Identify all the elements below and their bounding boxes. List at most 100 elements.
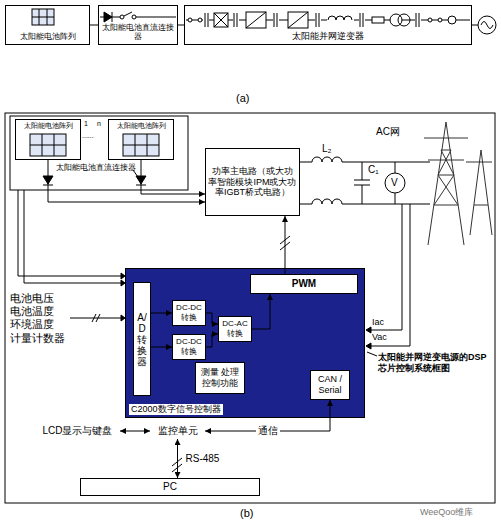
feedback-wire xyxy=(366,204,410,349)
sensor-list: 电池电压 电池温度 环境温度 计量计数器 xyxy=(10,292,67,345)
solar-panel-icon xyxy=(32,9,54,25)
box-label: 太阳能电池阵列 xyxy=(20,32,76,42)
inverter-chain-symbols xyxy=(415,13,421,27)
pwm-box: PWM xyxy=(250,274,358,294)
transmission-tower xyxy=(428,122,464,245)
diode-switch-symbol xyxy=(112,12,113,22)
inverter-chain-symbols xyxy=(438,18,442,22)
output-filter-wire xyxy=(354,162,370,204)
inverter-chain-symbols xyxy=(273,13,279,27)
feedback-wire xyxy=(366,327,371,349)
connector xyxy=(252,294,270,329)
converter-box: DC-DC转换 xyxy=(172,334,206,360)
array-index: n xyxy=(97,120,101,128)
box-label: DC-AC转换 xyxy=(221,319,249,338)
inverter-chain-symbols xyxy=(198,18,202,22)
box-label: PWM xyxy=(292,278,316,290)
connector xyxy=(141,160,205,194)
box-label: 监控单元 xyxy=(158,425,198,437)
grid-source-symbol xyxy=(472,25,478,26)
array-group-frame xyxy=(10,116,188,190)
inverter-chain-symbols xyxy=(246,12,266,28)
box-label: 太阳能电池直流连接器 xyxy=(101,23,175,42)
inverter-chain-symbols xyxy=(234,13,237,27)
bus-box: CAN / Serial xyxy=(310,370,350,400)
transmission-tower xyxy=(424,122,492,245)
inverter-chain-symbols xyxy=(246,12,266,28)
connector xyxy=(151,313,172,314)
array-box: 太阳能电池阵列 xyxy=(108,119,174,160)
inverter-chain-symbols xyxy=(186,12,470,28)
solar-panel-icon xyxy=(30,134,159,156)
box-label: CAN / Serial xyxy=(313,374,347,396)
inverter-chain-symbols xyxy=(327,14,354,21)
figure-frame xyxy=(5,113,495,503)
transmission-tower xyxy=(466,150,492,235)
converter-box: DC-DC转换 xyxy=(172,300,206,326)
inverter-chain-symbols xyxy=(188,18,192,22)
inverter-chain-symbols xyxy=(448,16,456,24)
ellipsis: ...... xyxy=(82,132,94,140)
diode-switch-symbol xyxy=(124,12,132,16)
connector xyxy=(120,431,150,432)
solar-panel-icon xyxy=(32,9,54,25)
callout-text: 太阳能并网逆变电源的DSP芯片控制系统框图 xyxy=(378,352,490,374)
pc-box: PC xyxy=(80,478,260,496)
capacitor-label: C₁ xyxy=(368,164,379,176)
solar-panel-icon xyxy=(123,134,159,156)
diode-switch-symbol xyxy=(120,15,124,19)
inverter-chain-symbols xyxy=(359,13,365,27)
inverter-chain-symbols xyxy=(372,17,384,23)
box-label: 太阳能电池阵列 xyxy=(117,122,166,130)
connector xyxy=(48,160,205,202)
sensor-wire xyxy=(70,318,121,319)
box-label: A/D转换器 xyxy=(137,312,147,367)
inverter-box: 太阳能并网逆变器 xyxy=(184,5,472,45)
grid-label: AC网 xyxy=(376,126,400,138)
array-box: 太阳能电池阵列 xyxy=(15,119,81,160)
grid-source-symbol xyxy=(472,16,496,34)
dsp-chip-fill xyxy=(125,268,365,418)
solar-panel-icon xyxy=(32,9,54,25)
signal-name: Iac xyxy=(372,317,384,328)
inverter-chain-symbols xyxy=(416,13,419,27)
display-box: LCD显示与键盘 xyxy=(35,423,120,439)
transmission-tower xyxy=(424,138,468,205)
converter-box: DC-AC转换 xyxy=(218,316,252,342)
feedback-wire xyxy=(371,204,410,346)
output-filter-wire xyxy=(385,173,405,193)
box-label: 功率主电路（或大功率智能模块IPM或大功率IGBT桥式电路） xyxy=(208,166,297,198)
sensor-wire xyxy=(92,314,100,322)
solar-panel-icon xyxy=(123,134,159,156)
inverter-chain-symbols xyxy=(398,14,410,26)
figure-label: (b) xyxy=(240,507,253,520)
meter-label: V xyxy=(391,177,398,189)
inverter-chain-symbols xyxy=(233,13,239,27)
connector xyxy=(206,334,218,347)
diode-symbol xyxy=(43,176,146,185)
inverter-chain-symbols xyxy=(288,12,308,28)
sensor-wire xyxy=(18,190,121,283)
dsp-controller-box: C2000数字信号控制器 A/D转换器 DC-DC转换 DC-DC转换 DC-AC转换 P… xyxy=(125,268,365,418)
power-circuit-box: 功率主电路（或大功率智能模块IPM或大功率IGBT桥式电路） xyxy=(205,148,300,216)
inverter-chain-symbols xyxy=(214,13,228,27)
inverter-chain-symbols xyxy=(360,13,363,27)
connector xyxy=(206,313,218,324)
inverter-chain-symbols xyxy=(214,13,228,27)
inverter-chain-symbols xyxy=(328,16,352,20)
output-filter-wire xyxy=(300,157,430,204)
box-label: PC xyxy=(163,481,177,493)
box-label: LCD显示与键盘 xyxy=(42,425,112,437)
inverter-chain-symbols xyxy=(203,13,209,27)
chip-name: C2000数字信号控制器 xyxy=(129,404,223,415)
output-filter-wire xyxy=(312,157,342,162)
inverter-chain-symbols xyxy=(316,13,319,27)
box-label: 太阳能并网逆变器 xyxy=(292,31,364,42)
signal-name: Vac xyxy=(372,332,387,343)
inverter-chain-symbols xyxy=(288,12,308,28)
watermark: WeeQoo维库 xyxy=(420,507,473,518)
monitor-box: 监控单元 xyxy=(150,423,205,439)
connector-label: 通信 xyxy=(256,425,280,437)
output-filter-wire xyxy=(312,199,342,204)
